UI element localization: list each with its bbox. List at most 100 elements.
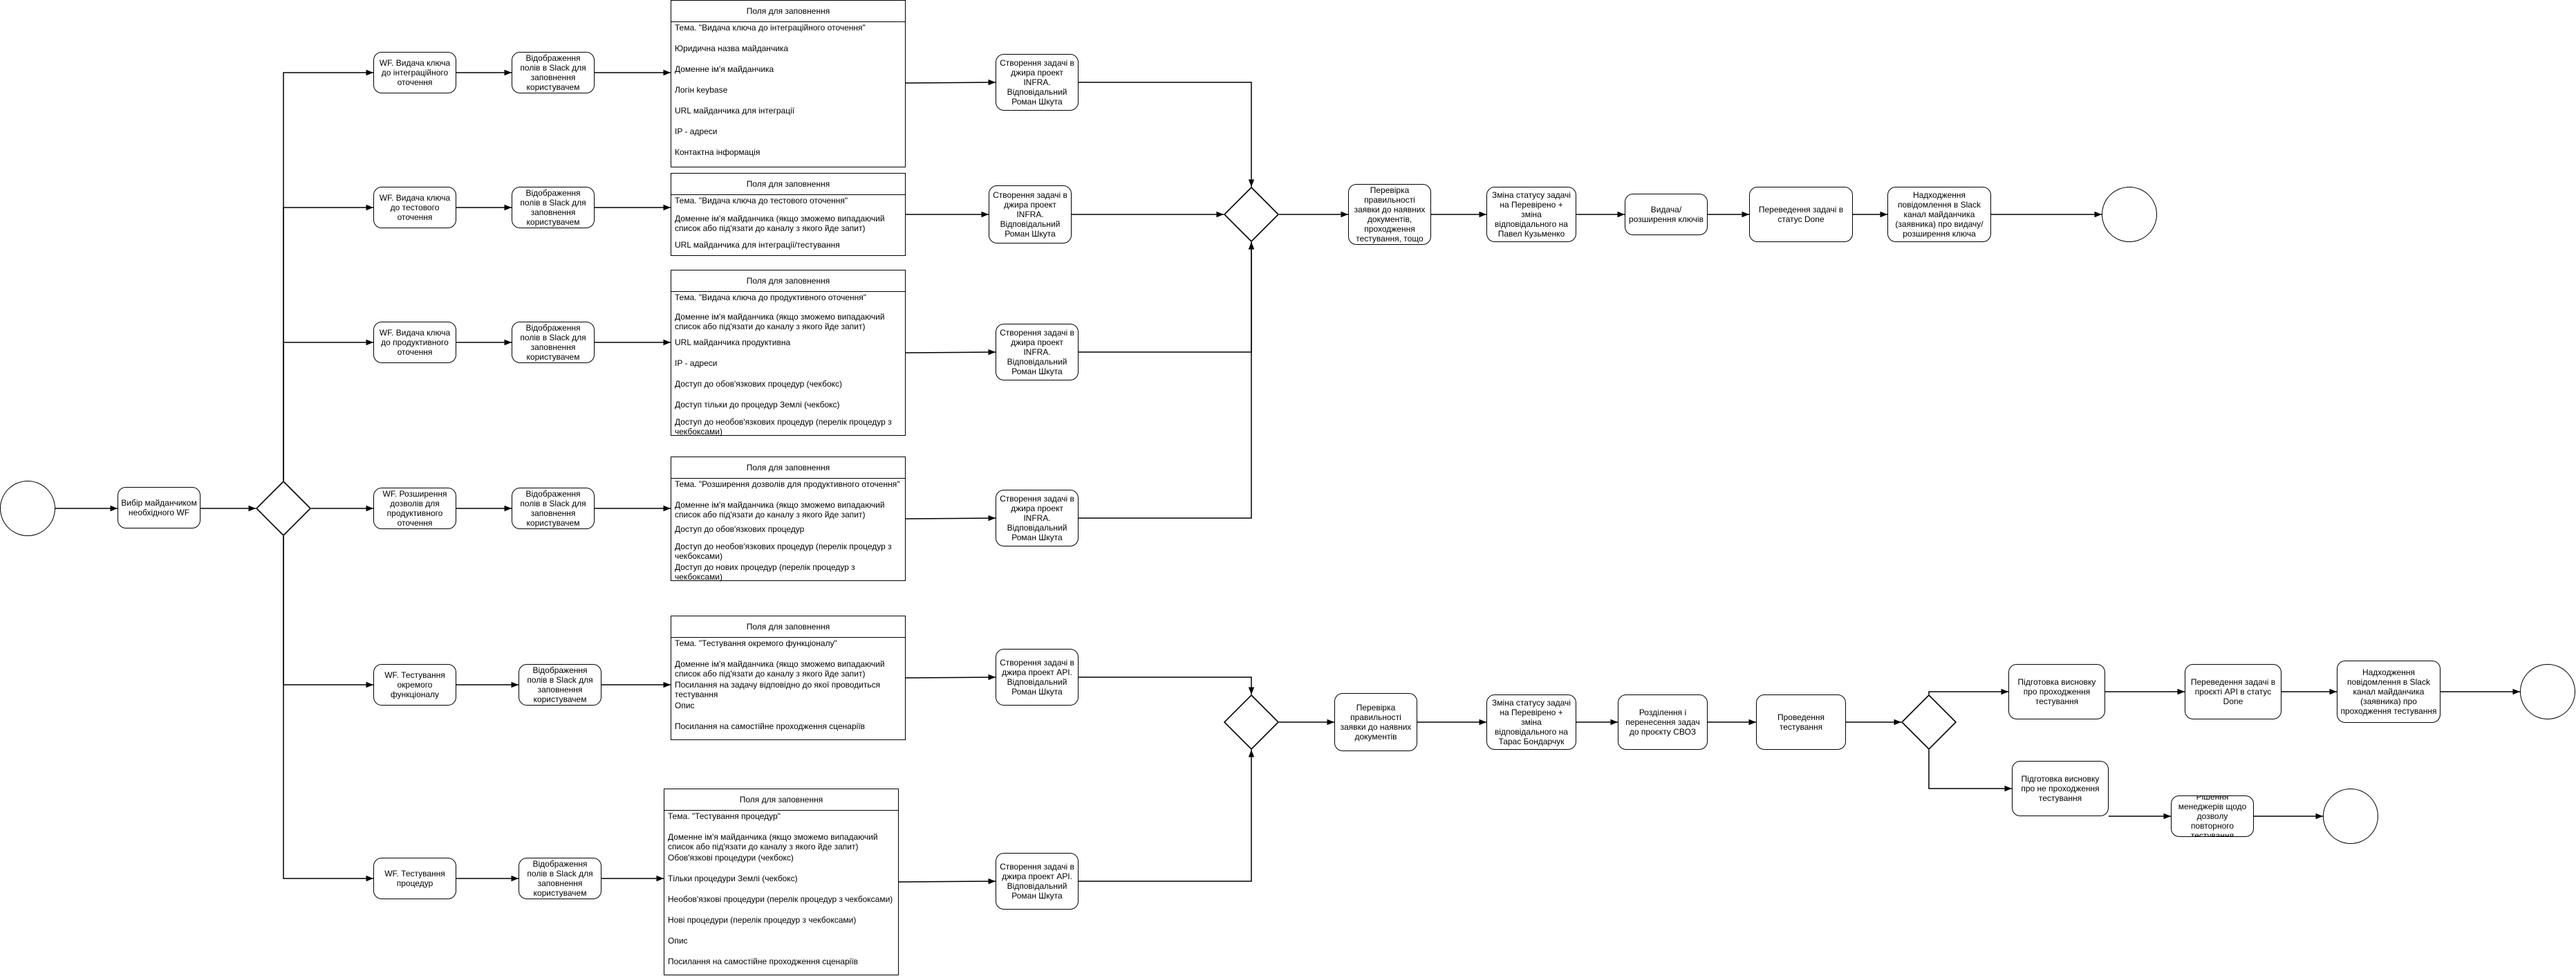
key-notify-step: Надходження повідомлення в Slack канал м… [1887, 187, 1991, 242]
wf-select-step: Вибір майданчиком необхідного WF [118, 487, 200, 528]
slack-fields-step: Відображення полів в Slack для заповненн… [512, 52, 595, 93]
form-field-row: Доменне ім'я майданчика (якщо зможемо ви… [675, 312, 885, 331]
form-field-row: Юридична назва майданчика [675, 44, 789, 53]
form-field-row: IP - адреси [675, 358, 718, 368]
workflow-step: WF. Видача ключа до тестового оточення [373, 187, 456, 228]
key-done-step: Переведення задачі в статус Done [1749, 187, 1853, 242]
form-field-row: Тема. "Видача ключа до інтеграційного от… [675, 23, 866, 33]
form-field-row: Тема. "Видача ключа до тестового оточенн… [675, 196, 848, 205]
jira-task-step: Створення задачі в джира проект API. Від… [996, 649, 1079, 706]
connector-arrow [905, 79, 996, 86]
connector-arrow [1079, 242, 1255, 353]
fail-conclusion-step: Підготовка висновку про не проходження т… [2012, 761, 2109, 816]
form-field-row: Нові процедури (перелік процедур з чекбо… [668, 915, 857, 925]
workflow-step: WF. Розширення дозволів для продуктивног… [373, 488, 456, 529]
form-field-row: Доступ до обов'язкових процедур (чекбокс… [675, 379, 842, 389]
slack-fields-step: Відображення полів в Slack для заповненн… [512, 187, 595, 228]
fail-end-event [2323, 789, 2378, 844]
form-field-row: Посилання на самостійне проходження сцен… [675, 721, 866, 731]
form-field-row: Посилання на самостійне проходження сцен… [668, 957, 859, 966]
form-field-row: Доменне ім'я майданчика (якщо зможемо ви… [668, 832, 878, 851]
form-field-row: IP - адреси [675, 127, 718, 136]
form-field-row: Опис [668, 936, 688, 946]
connector-arrow [905, 515, 996, 522]
form-field-row: Опис [675, 701, 695, 710]
connector-arrow [283, 204, 373, 481]
form-title: Поля для заповнення [671, 1, 905, 22]
connector-arrow [1079, 750, 1255, 882]
form-title: Поля для заповнення [664, 789, 898, 811]
connector-arrow [1079, 82, 1255, 187]
form-field-row: Обов'язкові процедури (чекбокс) [668, 853, 794, 863]
form-title: Поля для заповнення [671, 270, 905, 292]
form-field-row: Доступ тільки до процедур Землі (чекбокс… [675, 400, 840, 409]
form-title: Поля для заповнення [671, 616, 905, 638]
key-check-step: Перевірка правильності заявки до наявних… [1348, 184, 1431, 245]
start-event [0, 481, 55, 536]
form-field-row: Доменне ім'я майданчика (якщо зможемо ви… [675, 500, 885, 519]
test-check-step: Перевірка правильності заявки до наявних… [1334, 693, 1417, 751]
form-field-row: Доменне ім'я майданчика [675, 64, 774, 74]
form-field-row: Посилання на задачу відповідно до якої п… [675, 680, 881, 699]
connector-arrow [905, 349, 996, 356]
connector-arrow [1928, 688, 2008, 695]
form-field-row: Тема. "Тестування окремого функціоналу" [675, 638, 837, 648]
connector-arrow [898, 878, 996, 885]
slack-fields-step: Відображення полів в Slack для заповненн… [512, 488, 595, 529]
wf-router-gateway [256, 481, 311, 536]
testing-result-gateway [1901, 694, 1957, 750]
form-field-row: URL майданчика продуктивна [675, 338, 791, 347]
form-field-row: URL майданчика для інтеграції [675, 106, 795, 116]
form-field-row: Доступ до необов'язкових процедур (перел… [675, 417, 892, 436]
workflow-step: WF. Тестування окремого функціоналу [373, 664, 456, 706]
connector-arrow [283, 536, 373, 688]
jira-task-step: Створення задачі в джира проект INFRA. В… [989, 185, 1072, 243]
connector-arrow [283, 536, 373, 882]
connector-arrow [283, 69, 373, 481]
key-issue-step: Видача/розширення ключів [1625, 194, 1708, 235]
form-field-row: URL майданчика для інтеграції/тестування [675, 240, 840, 250]
pass-move-done-step: Переведення задачі в проєкті API в стату… [2185, 664, 2281, 719]
form-field-row: Тема. "Тестування процедур" [668, 811, 781, 821]
form-field-row: Доступ до необов'язкових процедур (перел… [675, 542, 892, 561]
pass-notify-step: Надходження повідомлення в Slack канал м… [2337, 661, 2440, 723]
connector-arrow [1079, 242, 1255, 519]
jira-task-step: Створення задачі в джира проект INFRA. В… [996, 54, 1079, 111]
key-merge-gateway [1224, 187, 1279, 242]
form-field-row: Тема. "Розширення дозволів для продуктив… [675, 479, 900, 489]
form-field-row: Контактна інформація [675, 147, 760, 157]
form-title: Поля для заповнення [671, 457, 905, 479]
test-split-step: Розділення і перенесення задач до проєкт… [1618, 694, 1708, 750]
form-field-row: Доступ до нових процедур (перелік процед… [675, 562, 855, 582]
connector-arrow [905, 674, 996, 681]
testing-step: Проведення тестування [1756, 694, 1846, 750]
jira-task-step: Створення задачі в джира проект INFRA. В… [996, 324, 1079, 380]
form-field-row: Доступ до обов'язкових процедур [675, 524, 805, 534]
fail-decision-step: Рішення менеджерів щодо дозволу повторно… [2171, 795, 2254, 837]
test-merge-gateway [1224, 694, 1279, 750]
test-status-step: Зміна статусу задачі на Перевірено + змі… [1486, 694, 1576, 750]
form-field-row: Логін keybase [675, 85, 728, 95]
form-field-row: Тема. "Видача ключа до продуктивного ото… [675, 293, 867, 302]
pass-conclusion-step: Підготовка висновку про проходження тест… [2008, 664, 2105, 719]
connector-arrow [1928, 750, 2012, 792]
key-end-event [2102, 187, 2157, 242]
workflow-step: WF. Видача ключа до інтеграційного оточе… [373, 52, 456, 93]
workflow-step: WF. Тестування процедур [373, 858, 456, 899]
connector-arrow [283, 339, 373, 481]
slack-fields-step: Відображення полів в Slack для заповненн… [519, 664, 601, 706]
connector-arrow [1079, 676, 1255, 694]
slack-fields-step: Відображення полів в Slack для заповненн… [512, 322, 595, 363]
pass-end-event [2520, 664, 2575, 719]
jira-task-step: Створення задачі в джира проект INFRA. В… [996, 490, 1079, 546]
key-status-step: Зміна статусу задачі на Перевірено + змі… [1486, 187, 1576, 242]
form-title: Поля для заповнення [671, 174, 905, 195]
